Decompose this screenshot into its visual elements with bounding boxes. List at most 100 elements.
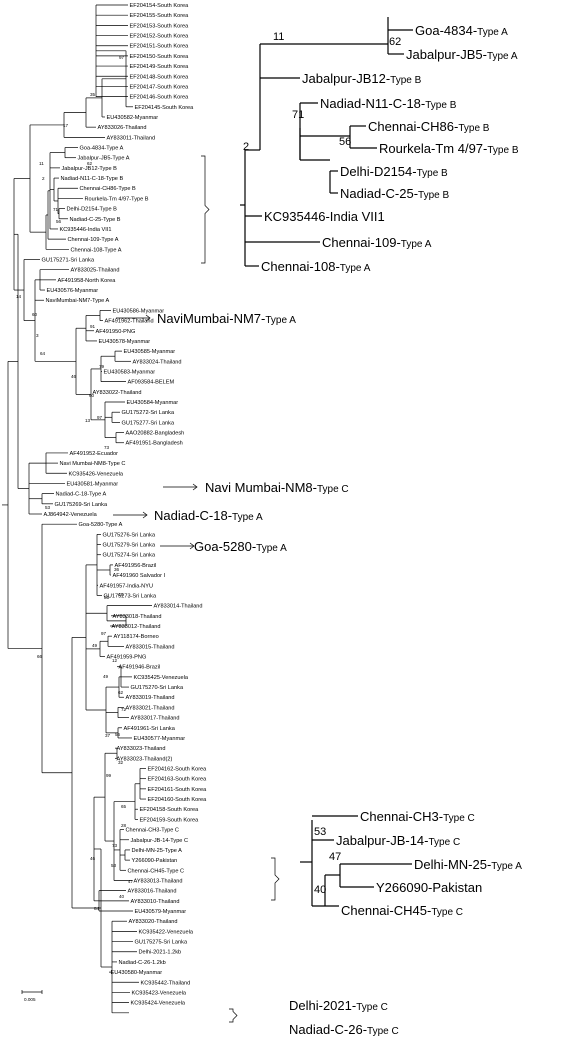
inset-leaf-name: Chennai-CH45- (341, 903, 431, 918)
bootstrap-value: 46 (71, 374, 77, 379)
inset-leaf-type: Type A (340, 263, 371, 274)
taxon-label: EF204160-South Korea (148, 797, 208, 803)
taxon-label: GU175275-Sri Lanka (135, 940, 188, 946)
taxon-label: Jabalpur-JB-14-Type C (131, 838, 189, 844)
taxon-label: AAO20882-Bangladesh (126, 431, 185, 437)
bootstrap-value: 97 (101, 631, 107, 636)
inset-leaf-label: Chennai-CH3-Type C (360, 809, 475, 824)
taxon-label: Delhi-2021-1.2kb (139, 950, 182, 956)
taxon-label: AY833022-Thailand (93, 390, 142, 396)
inset-leaf-name: Chennai-CH3- (360, 809, 443, 824)
bootstrap-value: 53 (45, 505, 51, 510)
inset-leaf-type: Type C (429, 837, 461, 848)
taxon-label: EU430586-Myanmar (113, 308, 165, 314)
callout-name: Nadiad-C-18- (154, 508, 232, 523)
taxon-label: EU430584-Myanmar (127, 400, 179, 406)
taxon-label: Navi Mumbai-NM8-Type C (60, 461, 126, 467)
taxon-label: EF204161-South Korea (148, 787, 208, 793)
inset-bootstrap-value: 71 (292, 109, 304, 121)
taxon-label: EF204163-South Korea (148, 777, 208, 783)
callout-type: Type A (265, 315, 296, 326)
taxon-label: KC935446-India VII1 (60, 227, 112, 233)
inset-leaf-name: Jabalpur-JB5- (406, 47, 487, 62)
inset-bootstrap-value: 56 (339, 136, 351, 148)
taxon-label: AY833016-Thailand (128, 889, 177, 895)
taxon-label: GU175276-Sri Lanka (103, 532, 156, 538)
bootstrap-value: 73 (104, 445, 110, 450)
bootstrap-value: 49 (103, 674, 109, 679)
taxon-label: EU430577-Myanmar (134, 736, 186, 742)
inset-leaf-type: Type B (487, 145, 518, 156)
bootstrap-value: 85 (104, 595, 110, 600)
callout-label: Nadiad-C-18-Type A (154, 508, 263, 523)
bootstrap-value: 40 (119, 894, 125, 899)
taxon-label: EU430578-Myanmar (99, 339, 151, 345)
bootstrap-value: 35 (90, 92, 96, 97)
callout-label: Goa-5280-Type A (194, 539, 287, 554)
callout-label: NaviMumbai-NM7-Type A (157, 311, 296, 326)
bootstrap-value: 13 (85, 418, 91, 423)
taxon-label: KC935422-Venezuela (139, 929, 194, 935)
taxon-label: AY833024-Thailand (133, 359, 182, 365)
inset-leaf-name: Nadiad-C-25- (340, 186, 418, 201)
taxon-label: AY833015-Thailand (126, 644, 175, 650)
callout-type: Type A (256, 543, 287, 554)
taxon-label: GU175277-Sri Lanka (122, 420, 175, 426)
bracket (271, 857, 280, 901)
bootstrap-value: 2 (42, 176, 45, 181)
taxon-label: AJ864942-Venezuela (44, 512, 98, 518)
bootstrap-value: 64 (40, 351, 46, 356)
inset-leaf-label: Chennai-109-Type A (322, 235, 432, 250)
inset-leaf-label: Chennai-CH86-Type B (368, 119, 490, 134)
taxon-label: Chennai-CH3-Type C (126, 828, 179, 834)
taxon-label: AF491962-Thailand (105, 319, 154, 325)
taxon-label: Goa-5280-Type A (79, 522, 123, 528)
inset-leaf-type: Type A (401, 239, 432, 250)
taxon-label: AY833026-Thailand (98, 125, 147, 131)
scale-bar-label: 0.005 (24, 997, 36, 1002)
bootstrap-value: 46 (90, 856, 96, 861)
callout-label: Navi Mumbai-NM8-Type C (205, 480, 349, 495)
bootstrap-value: 72 (121, 707, 127, 712)
taxon-label: Chennai-109-Type A (68, 237, 119, 243)
main-tree-branches (2, 4, 280, 1023)
bootstrap-value: 12 (112, 658, 118, 663)
taxon-label: AY118174-Borneo (114, 634, 159, 640)
callout-type: Type C (317, 484, 349, 495)
inset-leaf-label: Chennai-108-Type A (261, 259, 371, 274)
bootstrap-value: 47 (128, 879, 134, 884)
taxon-label: Chennai-CH45-Type C (128, 868, 185, 874)
bootstrap-value: 73 (112, 843, 118, 848)
taxon-label: EU430583-Myanmar (104, 369, 156, 375)
inset-leaf-name: Jabalpur-JB12- (302, 71, 390, 86)
callout-name: NaviMumbai-NM7- (157, 311, 265, 326)
inset-leaf-type: Type A (487, 51, 518, 62)
inset-leaf-name: Chennai-109- (322, 235, 401, 250)
taxon-label: EF204150-South Korea (130, 54, 190, 60)
taxon-label: Nadiad-C-26-1.2kb (119, 960, 166, 966)
callout-label: Nadiad-C-26-Type C (289, 1022, 399, 1037)
taxon-label: AY833020-Thailand (129, 919, 178, 925)
taxon-label: AY833017-Thailand (131, 716, 180, 722)
taxon-label: AY833023-Thailand(2) (117, 756, 173, 762)
taxon-label: AF491951-Bangladesh (126, 441, 183, 447)
bootstrap-value: 36 (114, 567, 120, 572)
bootstrap-value: 97 (97, 415, 103, 420)
bootstrap-value: 62 (87, 161, 93, 166)
inset-leaf-label: KC935446-India VII1 (264, 209, 385, 224)
taxon-label: EF204158-South Korea (140, 807, 200, 813)
callout-name: Delhi-2021- (289, 998, 356, 1013)
taxon-label: AY833019-Thailand (126, 695, 175, 701)
inset-leaf-label: Goa-4834-Type A (415, 23, 508, 38)
taxon-label: AY833010-Thailand (131, 899, 180, 905)
taxon-label: KC935426-Venezuela (69, 471, 124, 477)
taxon-label: AF491960 Salvador I (113, 573, 166, 579)
taxon-label: Chennai-108-Type A (71, 247, 122, 253)
taxon-label: EF204155-South Korea (130, 13, 190, 19)
bracket (201, 155, 210, 264)
taxon-label: KC935442-Thailand (141, 980, 191, 986)
taxon-label: Rourkela-Tm 4/97-Type B (85, 196, 149, 202)
